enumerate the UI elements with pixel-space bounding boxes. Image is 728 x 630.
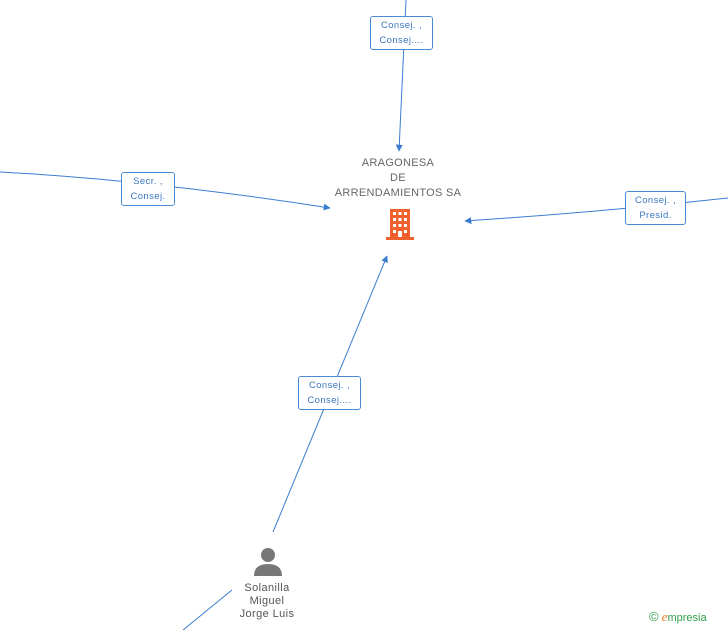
edge-label-line: Consej. , [634, 195, 677, 206]
edge-label-line: Consej. [130, 191, 166, 202]
edge-line-right [464, 197, 728, 225]
company-name-line: ARRENDAMIENTOS SA [334, 187, 462, 199]
empresia-watermark: © empresia [649, 609, 707, 625]
brand-name: mpresia [667, 612, 707, 624]
edge-label-line: Secr. , [133, 176, 163, 187]
person-name[interactable]: Solanilla Miguel Jorge Luis [212, 582, 322, 621]
company-name[interactable]: ARAGONESA DE ARRENDAMIENTOS SA [318, 156, 478, 201]
edge-label-left[interactable]: Secr. , Consej. [121, 172, 175, 206]
company-name-line: ARAGONESA [361, 157, 435, 169]
edge-label-line: Consej. , [380, 20, 423, 31]
brand-initial: e [661, 609, 668, 624]
edge-label-top[interactable]: Consej. , Consej.... [370, 16, 433, 50]
edge-label-line: Presid. [639, 210, 672, 221]
edge-line-bottom-left [182, 589, 233, 630]
edge-label-line: Consej.... [379, 35, 424, 46]
copyright-icon: © [649, 609, 659, 624]
company-name-line: DE [390, 172, 406, 184]
person-name-line: Jorge Luis [239, 608, 295, 620]
edge-label-bottom[interactable]: Consej. , Consej.... [298, 376, 361, 410]
edge-label-line: Consej. , [308, 380, 351, 391]
building-icon[interactable] [385, 208, 415, 241]
person-icon[interactable] [253, 546, 283, 576]
edge-label-line: Consej.... [307, 395, 352, 406]
edge-label-right[interactable]: Consej. , Presid. [625, 191, 686, 225]
person-name-line: Solanilla [244, 582, 290, 594]
person-name-line: Miguel [249, 595, 285, 607]
